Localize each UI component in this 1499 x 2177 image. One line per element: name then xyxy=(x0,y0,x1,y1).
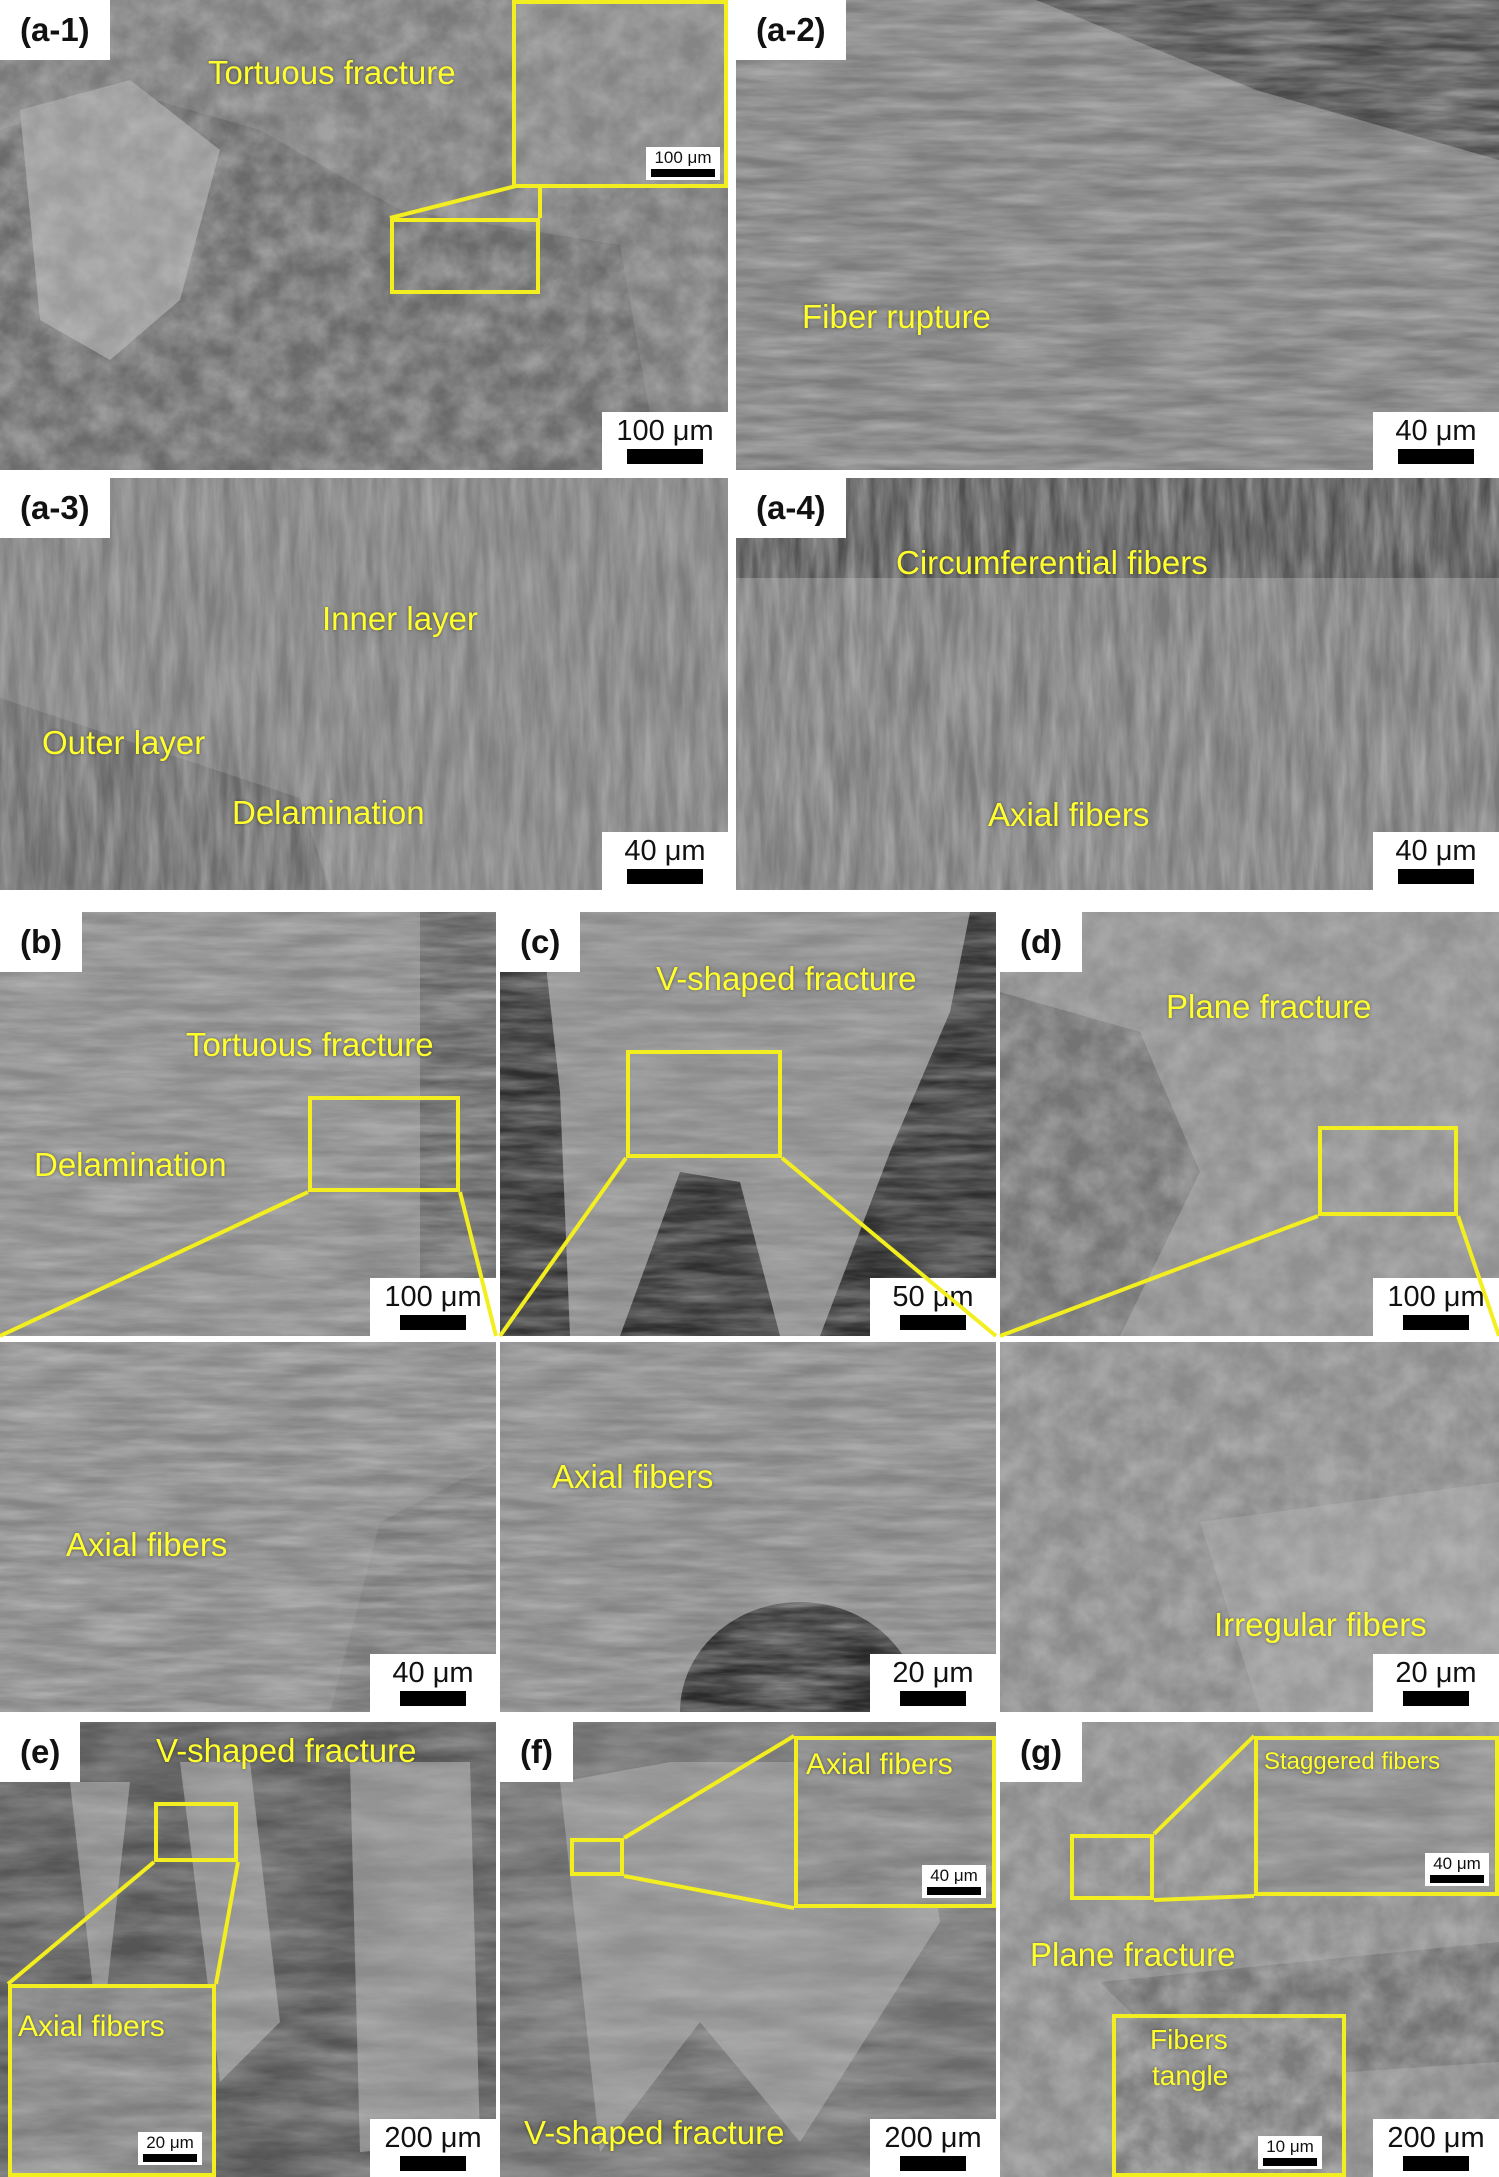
panel-label: (g) xyxy=(1000,1722,1083,1782)
annotation-circumferential-fibers: Circumferential fibers xyxy=(896,544,1208,581)
scale-bar: 40 μm xyxy=(1373,832,1499,890)
inset-image-g: Staggered fibers 40 μm xyxy=(1254,1736,1499,1896)
sem-image-a3 xyxy=(0,478,728,890)
sem-image-c-zoom xyxy=(500,1342,996,1712)
sem-image-b-zoom xyxy=(0,1342,496,1712)
panel-a2: (a-2) Fiber rupture 40 μm xyxy=(736,0,1499,470)
annotation-irregular-fibers: Irregular fibers xyxy=(1214,1606,1427,1643)
scale-bar: 100 μm xyxy=(1373,1278,1499,1336)
sem-image-a4 xyxy=(736,478,1499,890)
zoom-box xyxy=(1318,1126,1458,1216)
scale-bar: 100 μm xyxy=(370,1278,496,1336)
annotation-plane-fracture: Plane fracture xyxy=(1166,988,1372,1025)
scale-bar: 200 μm xyxy=(870,2119,996,2177)
scale-bar: 100 μm xyxy=(602,412,728,470)
annotation-fibers: Fibers xyxy=(1150,2024,1228,2055)
panel-label: (a-2) xyxy=(736,0,846,60)
annotation-inner-layer: Inner layer xyxy=(322,600,478,637)
scale-bar: 40 μm xyxy=(922,1865,986,1898)
annotation-axial-fibers: Axial fibers xyxy=(18,2010,165,2043)
sem-image-a2 xyxy=(736,0,1499,470)
panel-b: (b) Tortuous fracture Delamination 100 μ… xyxy=(0,912,496,1336)
inset-image-g-tangle: Fibers tangle 10 μm xyxy=(1112,2014,1346,2177)
panel-label: (f) xyxy=(500,1722,573,1782)
zoom-box xyxy=(570,1838,624,1876)
scale-bar: 10 μm xyxy=(1258,2136,1322,2169)
scale-bar: 40 μm xyxy=(1425,1853,1489,1886)
annotation-delamination: Delamination xyxy=(232,794,425,831)
annotation-plane-fracture: Plane fracture xyxy=(1030,1936,1236,1973)
panel-label: (a-4) xyxy=(736,478,846,538)
scale-bar: 200 μm xyxy=(370,2119,496,2177)
annotation-axial-fibers: Axial fibers xyxy=(552,1458,714,1495)
panel-a3: (a-3) Inner layer Outer layer Delaminati… xyxy=(0,478,728,890)
sem-image-e xyxy=(0,1722,496,2177)
panel-g: (g) Staggered fibers 40 μm Plane fractur… xyxy=(1000,1722,1499,2177)
sem-image-d xyxy=(1000,912,1499,1336)
panel-b-zoom: Axial fibers 40 μm xyxy=(0,1342,496,1712)
scale-bar: 50 μm xyxy=(870,1278,996,1336)
zoom-box xyxy=(154,1802,238,1862)
inset-image-e: Axial fibers 20 μm xyxy=(8,1984,216,2177)
zoom-box xyxy=(308,1096,460,1192)
zoom-box xyxy=(626,1050,782,1158)
panel-d-zoom: Irregular fibers 20 μm xyxy=(1000,1342,1499,1712)
inset-image-f: Axial fibers 40 μm xyxy=(794,1736,996,1908)
panel-label: (a-3) xyxy=(0,478,110,538)
panel-f: (f) Axial fibers 40 μm V-shaped fracture… xyxy=(500,1722,996,2177)
scale-bar: 200 μm xyxy=(1373,2119,1499,2177)
annotation-axial-fibers: Axial fibers xyxy=(806,1748,953,1781)
panel-e: (e) V-shaped fracture Axial fibers 20 μm… xyxy=(0,1722,496,2177)
annotation-outer-layer: Outer layer xyxy=(42,724,206,761)
scale-bar: 40 μm xyxy=(1373,412,1499,470)
panel-label: (c) xyxy=(500,912,581,972)
panel-label: (d) xyxy=(1000,912,1083,972)
sem-image-d-zoom xyxy=(1000,1342,1499,1712)
annotation-delamination: Delamination xyxy=(34,1146,227,1183)
panel-label: (b) xyxy=(0,912,83,972)
annotation-staggered-fibers: Staggered fibers xyxy=(1264,1748,1441,1775)
zoom-box xyxy=(390,218,540,294)
panel-c: (c) V-shaped fracture 50 μm xyxy=(500,912,996,1336)
annotation-v-shaped-fracture: V-shaped fracture xyxy=(156,1732,417,1769)
scale-bar: 40 μm xyxy=(370,1654,496,1712)
panel-c-zoom: Axial fibers 20 μm xyxy=(500,1342,996,1712)
annotation-axial-fibers: Axial fibers xyxy=(988,796,1150,833)
scale-bar: 40 μm xyxy=(602,832,728,890)
panel-d: (d) Plane fracture 100 μm xyxy=(1000,912,1499,1336)
scale-bar: 20 μm xyxy=(1373,1654,1499,1712)
scale-bar: 20 μm xyxy=(870,1654,996,1712)
annotation-tortuous-fracture: Tortuous fracture xyxy=(186,1026,434,1063)
panel-a4: (a-4) Circumferential fibers Axial fiber… xyxy=(736,478,1499,890)
inset-image-a1: 100 μm xyxy=(512,0,728,188)
annotation-fiber-rupture: Fiber rupture xyxy=(802,298,991,335)
zoom-box xyxy=(1070,1834,1154,1900)
annotation-v-shaped-fracture: V-shaped fracture xyxy=(656,960,917,997)
annotation-tortuous-fracture: Tortuous fracture xyxy=(208,54,456,91)
panel-a1: (a-1) Tortuous fracture 100 μm 100 μm xyxy=(0,0,728,470)
annotation-axial-fibers: Axial fibers xyxy=(66,1526,228,1563)
annotation-v-shaped-fracture: V-shaped fracture xyxy=(524,2114,785,2151)
scale-bar: 100 μm xyxy=(646,147,720,180)
panel-label: (a-1) xyxy=(0,0,110,60)
annotation-tangle: tangle xyxy=(1152,2060,1229,2091)
scale-bar: 20 μm xyxy=(138,2132,202,2165)
panel-label: (e) xyxy=(0,1722,81,1782)
